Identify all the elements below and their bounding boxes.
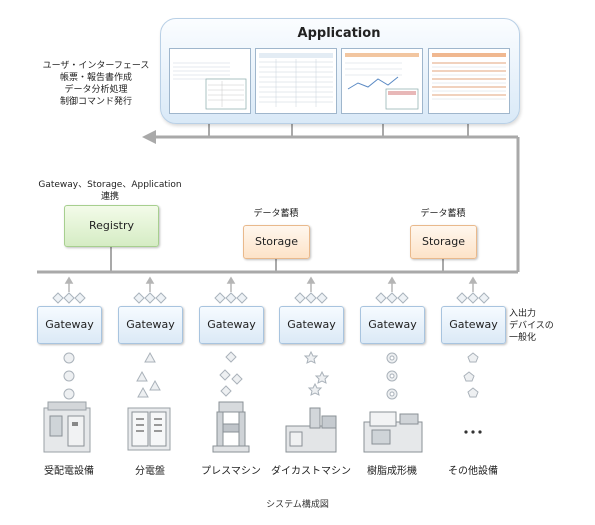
io-generalization-note: 入出力 デバイスの 一般化 bbox=[509, 308, 579, 344]
storage-box: Storage bbox=[410, 225, 477, 259]
storage-note: データ蓄積 bbox=[420, 209, 466, 219]
registry-box: Registry bbox=[64, 205, 159, 247]
pentagon-device-icon bbox=[463, 352, 479, 398]
equipment-label: その他設備 bbox=[448, 466, 498, 477]
switchgear-icon bbox=[43, 401, 91, 453]
application-title: Application bbox=[297, 26, 381, 41]
report-screen-4 bbox=[428, 48, 510, 114]
report-screen-1 bbox=[169, 48, 251, 114]
report-screen-2 bbox=[255, 48, 337, 114]
equipment-label: 分電盤 bbox=[135, 466, 165, 477]
registry-note: Gateway、Storage、Application 連携 bbox=[30, 179, 190, 203]
note-line: ユーザ・インターフェース bbox=[42, 61, 150, 71]
note-line: Gateway、Storage、Application bbox=[38, 180, 182, 190]
ellipsis-icon bbox=[464, 430, 482, 434]
device-icons bbox=[43, 350, 482, 453]
ring-device-icon bbox=[386, 352, 398, 400]
die-casting-machine-icon bbox=[285, 407, 337, 453]
application-functions-note: ユーザ・インターフェース 帳票・報告書作成 データ分析処理 制御コマンド発行 bbox=[40, 60, 152, 108]
figure-caption: システム構成図 bbox=[266, 500, 329, 510]
gateway-box: Gateway bbox=[37, 306, 102, 344]
star-device-icon bbox=[303, 350, 330, 396]
distribution-board-icon bbox=[127, 407, 171, 451]
note-line: データ分析処理 bbox=[64, 85, 128, 95]
press-machine-icon bbox=[212, 401, 250, 453]
diamond-device-icon bbox=[219, 351, 243, 397]
storage-box: Storage bbox=[243, 225, 310, 259]
gateway-box: Gateway bbox=[441, 306, 506, 344]
note-line: 入出力 bbox=[509, 309, 537, 319]
storage-note: データ蓄積 bbox=[253, 209, 299, 219]
equipment-label: プレスマシン bbox=[201, 466, 261, 477]
triangle-device-icon bbox=[136, 351, 161, 398]
equipment-label: ダイカストマシン bbox=[271, 466, 351, 477]
equipment-label: 受配電設備 bbox=[44, 466, 94, 477]
note-line: 帳票・報告書作成 bbox=[59, 73, 132, 83]
report-screen-3 bbox=[341, 48, 423, 114]
note-line: 一般化 bbox=[509, 333, 537, 343]
note-line: 制御コマンド発行 bbox=[59, 97, 132, 107]
equipment-label: 樹脂成形機 bbox=[367, 466, 417, 477]
gateway-box: Gateway bbox=[360, 306, 425, 344]
gateway-box: Gateway bbox=[199, 306, 264, 344]
circle-device-icon bbox=[63, 352, 75, 400]
gateway-box: Gateway bbox=[279, 306, 344, 344]
injection-molding-machine-icon bbox=[363, 411, 423, 453]
gateway-box: Gateway bbox=[118, 306, 183, 344]
note-line: 連携 bbox=[100, 192, 119, 202]
note-line: デバイスの bbox=[509, 321, 554, 331]
